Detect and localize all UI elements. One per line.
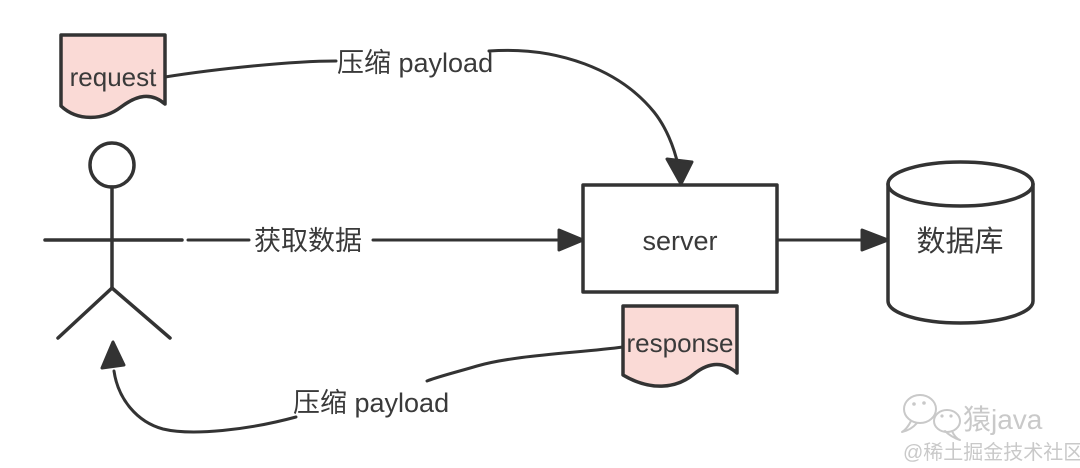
compress-payload-top-label: 压缩 payload	[337, 48, 493, 78]
edge-request-to-server-segment-1	[163, 59, 338, 79]
edge-request-to-server	[163, 48, 694, 186]
edge-server-to-database-arrowhead	[860, 228, 890, 252]
response-note	[621, 304, 739, 388]
wechat-icon-eye-3	[940, 414, 944, 418]
user-stick-figure	[43, 141, 184, 340]
server-label: server	[642, 226, 717, 256]
request-note-label: request	[70, 62, 157, 92]
diagram-labels: request response server 数据库 压缩 payload 获…	[70, 48, 1004, 418]
wechat-icon-bubble-small-tail	[944, 430, 961, 441]
edge-response-to-user	[100, 340, 625, 434]
request-note	[59, 33, 167, 120]
watermark-community-text: @稀土掘金技术社区	[903, 441, 1080, 464]
edge-response-to-user-segment-1	[425, 345, 625, 383]
user-leg-right	[110, 286, 172, 340]
fetch-data-label: 获取数据	[254, 226, 362, 256]
user-leg-left	[56, 286, 114, 340]
compress-payload-bottom-label: 压缩 payload	[293, 388, 449, 418]
edge-user-to-server	[186, 228, 585, 252]
database-cylinder	[886, 160, 1035, 325]
wechat-icon-bubble-small	[933, 409, 961, 433]
edge-user-to-server-arrowhead	[557, 228, 585, 252]
edge-response-to-user-segment-2	[112, 369, 298, 434]
wechat-icon-eye-2	[922, 401, 926, 405]
edge-request-to-server-arrowhead	[665, 157, 694, 186]
diagram-strokes	[43, 33, 1035, 434]
database-label: 数据库	[916, 225, 1003, 258]
edge-request-to-server-segment-2	[487, 48, 680, 167]
wechat-icon-bubble-large	[903, 394, 937, 424]
response-note-label: response	[627, 328, 734, 358]
wechat-icon-eye-1	[912, 402, 916, 406]
wechat-icon	[901, 394, 961, 441]
wechat-icon-bubble-large-tail	[901, 420, 918, 433]
edge-response-to-user-arrowhead	[100, 340, 126, 370]
watermark: 猿java @稀土掘金技术社区	[901, 394, 1080, 464]
database-cylinder-rim	[886, 182, 1035, 208]
wechat-icon-eye-4	[949, 414, 953, 418]
edge-server-to-database	[776, 228, 890, 252]
user-head	[88, 141, 136, 189]
watermark-brand-text: 猿java	[963, 404, 1043, 435]
